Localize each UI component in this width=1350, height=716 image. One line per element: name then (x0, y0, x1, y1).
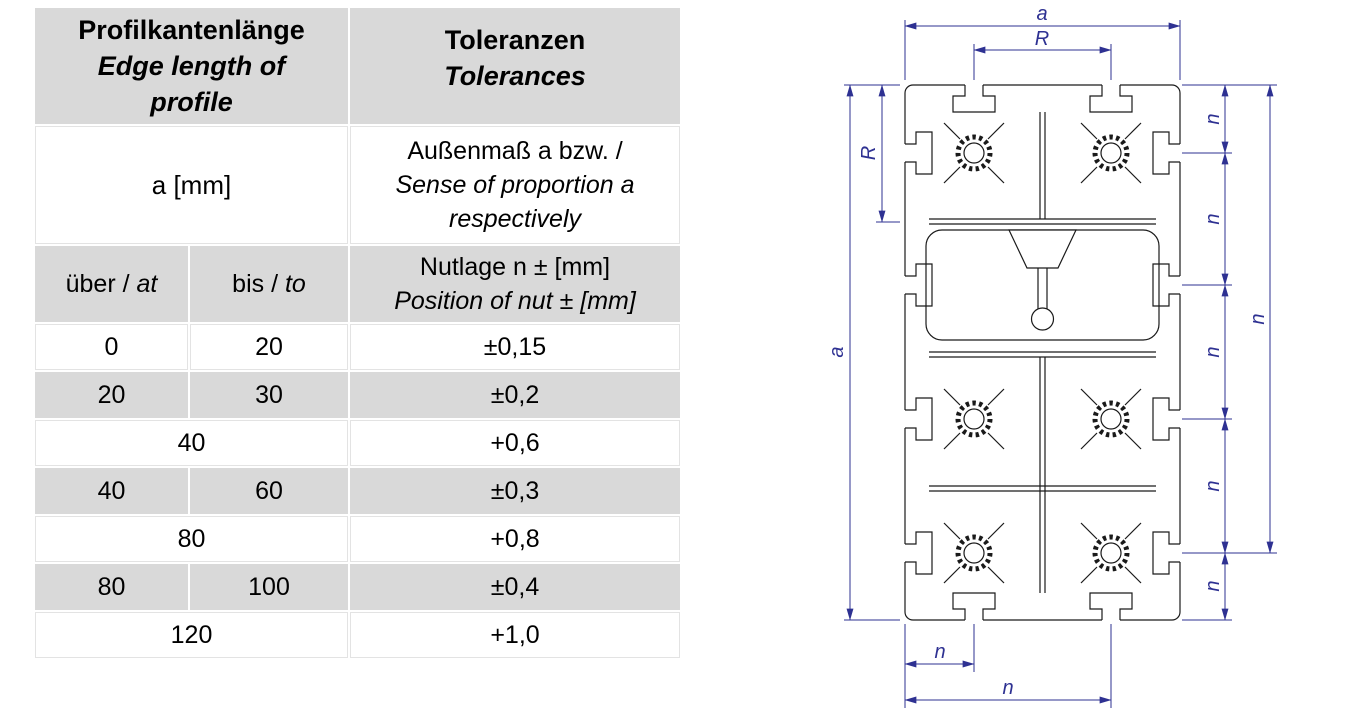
cell-over-span: 120 (35, 612, 348, 658)
dim-label-n-bottom-small: n (934, 641, 945, 663)
cell-tolerance: ±0,3 (350, 468, 680, 514)
dim-label-n-overall: n (1247, 313, 1269, 324)
dim-label-a-width: a (1036, 3, 1047, 25)
subheader-tolerance-desc: Außenmaß a bzw. / Sense of proportion a … (350, 126, 680, 244)
table-header-profile: Profilkantenlänge Edge length of profile (35, 8, 348, 124)
dim-label-n-3: n (1202, 346, 1224, 357)
column-header-to: bis / to (190, 246, 348, 322)
dim-label-r-pitch-left: R (858, 146, 880, 160)
header-tol-de: Toleranzen (444, 25, 586, 55)
header-tol-en: Tolerances (444, 61, 586, 91)
header-profile-en-1: Edge length of (97, 51, 286, 81)
cell-tolerance: ±0,4 (350, 564, 680, 610)
cell-tolerance: ±0,15 (350, 324, 680, 370)
dim-label-n-bottom-wide: n (1002, 677, 1013, 699)
dim-label-n-2: n (1202, 213, 1224, 224)
cell-over: 0 (35, 324, 188, 370)
cavity-dovetail (1008, 229, 1077, 269)
desc-en-2: respectively (449, 205, 581, 233)
internal-webs (929, 112, 1156, 593)
cavity-core-bore (1030, 307, 1055, 331)
cell-over-span: 40 (35, 420, 348, 466)
desc-de: Außenmaß a bzw. / (407, 137, 623, 165)
cell-tolerance: +0,8 (350, 516, 680, 562)
header-profile-de: Profilkantenlänge (78, 15, 305, 45)
dim-label-r-pitch-top: R (1035, 28, 1049, 50)
profile-body (903, 83, 1182, 622)
cell-to: 30 (190, 372, 348, 418)
dim-label-a-height: a (826, 346, 848, 357)
cell-tolerance: +1,0 (350, 612, 680, 658)
dimensions: a R a R n n n n n n n n (826, 3, 1277, 708)
dimension-labels: a R a R n n n n n n n n (826, 3, 1269, 699)
dim-label-n-1: n (1202, 113, 1224, 124)
cell-tolerance: ±0,2 (350, 372, 680, 418)
dim-label-n-4: n (1202, 480, 1224, 491)
cell-over: 80 (35, 564, 188, 610)
desc-en-1: Sense of proportion a (395, 171, 635, 199)
cell-to: 100 (190, 564, 348, 610)
cell-over: 20 (35, 372, 188, 418)
cell-tolerance: +0,6 (350, 420, 680, 466)
table-header-tolerances: Toleranzen Tolerances (350, 8, 680, 124)
column-header-nut-position: Nutlage n ± [mm] Position of nut ± [mm] (350, 246, 680, 322)
center-cavity (925, 229, 1160, 341)
subheader-a-mm: a [mm] (35, 126, 348, 244)
cell-to: 20 (190, 324, 348, 370)
dimension-lines (846, 22, 1274, 704)
cell-over: 40 (35, 468, 188, 514)
header-profile-en-2: profile (150, 87, 233, 117)
column-header-over: über / at (35, 246, 188, 322)
dim-label-n-5: n (1202, 580, 1224, 591)
tolerance-table: Profilkantenlänge Edge length of profile… (35, 8, 680, 658)
cell-to: 60 (190, 468, 348, 514)
profile-cross-section-drawing: a R a R n n n n n n n n (826, 3, 1277, 708)
cell-over-span: 80 (35, 516, 348, 562)
